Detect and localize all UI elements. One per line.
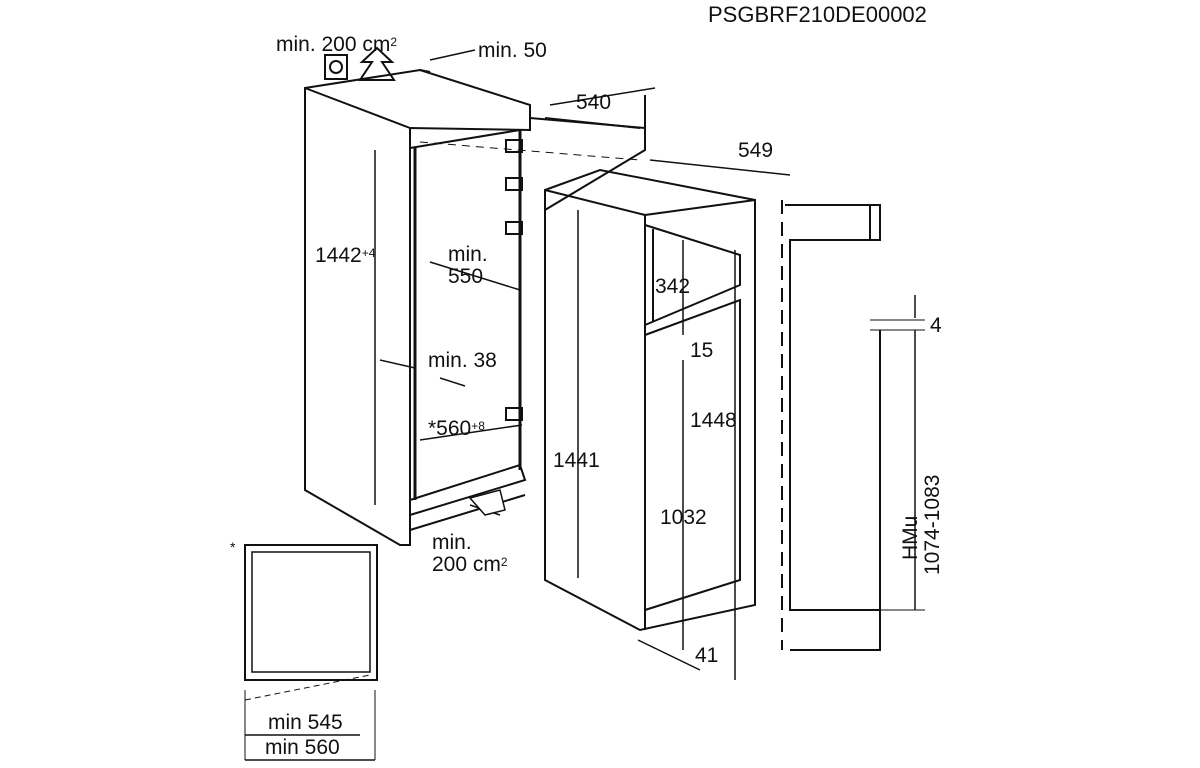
- asterisk-note: *: [230, 539, 236, 555]
- dim-549: 549: [738, 139, 774, 162]
- niche-width-sup: +8: [471, 419, 485, 433]
- vent-top-text: min. 200 cm: [276, 33, 391, 56]
- document-code: PSGBRF210DE00002: [708, 2, 927, 27]
- min-560-label: min 560: [265, 736, 340, 759]
- fridge-appliance: [544, 168, 756, 632]
- dim-342: 342: [655, 275, 691, 298]
- dimension-lines: [374, 49, 791, 680]
- vent-bottom-text: 200 cm: [432, 553, 501, 576]
- min-545-label: min 545: [268, 711, 343, 734]
- min-550-line1: min.: [448, 243, 488, 266]
- side-profile: [781, 200, 925, 651]
- dim-540: 540: [576, 91, 612, 114]
- dim-15: 15: [690, 339, 714, 362]
- power-socket-icon: [324, 54, 348, 80]
- min-550-line2: 550: [448, 265, 484, 288]
- top-view-inset: [244, 544, 378, 761]
- min-38-label: min. 38: [428, 349, 497, 372]
- hmu-label: HMu: [899, 515, 922, 560]
- niche-width-text: *560: [428, 417, 472, 440]
- niche-height-text: 1442: [315, 244, 362, 267]
- dim-1441: 1441: [553, 449, 600, 472]
- dim-1032: 1032: [660, 506, 707, 529]
- hmu-range: 1074-1083: [921, 474, 944, 575]
- vent-bottom-line1: min.: [432, 531, 472, 554]
- airflow-up-arrow-icon: [358, 46, 396, 81]
- niche-height-sup: +4: [361, 246, 376, 260]
- vent-top-sup: 2: [390, 35, 398, 49]
- niche-cabinet: [304, 46, 531, 546]
- niche-width-label: *560+8: [428, 418, 485, 440]
- vent-bottom-line2: 200 cm2: [432, 554, 508, 576]
- niche-height-label: 1442+4: [315, 245, 375, 267]
- dim-41: 41: [695, 644, 719, 667]
- dim-1448: 1448: [690, 409, 737, 432]
- vent-top-label: min. 200 cm2: [276, 34, 397, 56]
- cabinet-door: [419, 95, 646, 575]
- min-50-label: min. 50: [478, 39, 547, 62]
- vent-bottom-sup: 2: [500, 555, 508, 569]
- dim-4: 4: [930, 314, 942, 337]
